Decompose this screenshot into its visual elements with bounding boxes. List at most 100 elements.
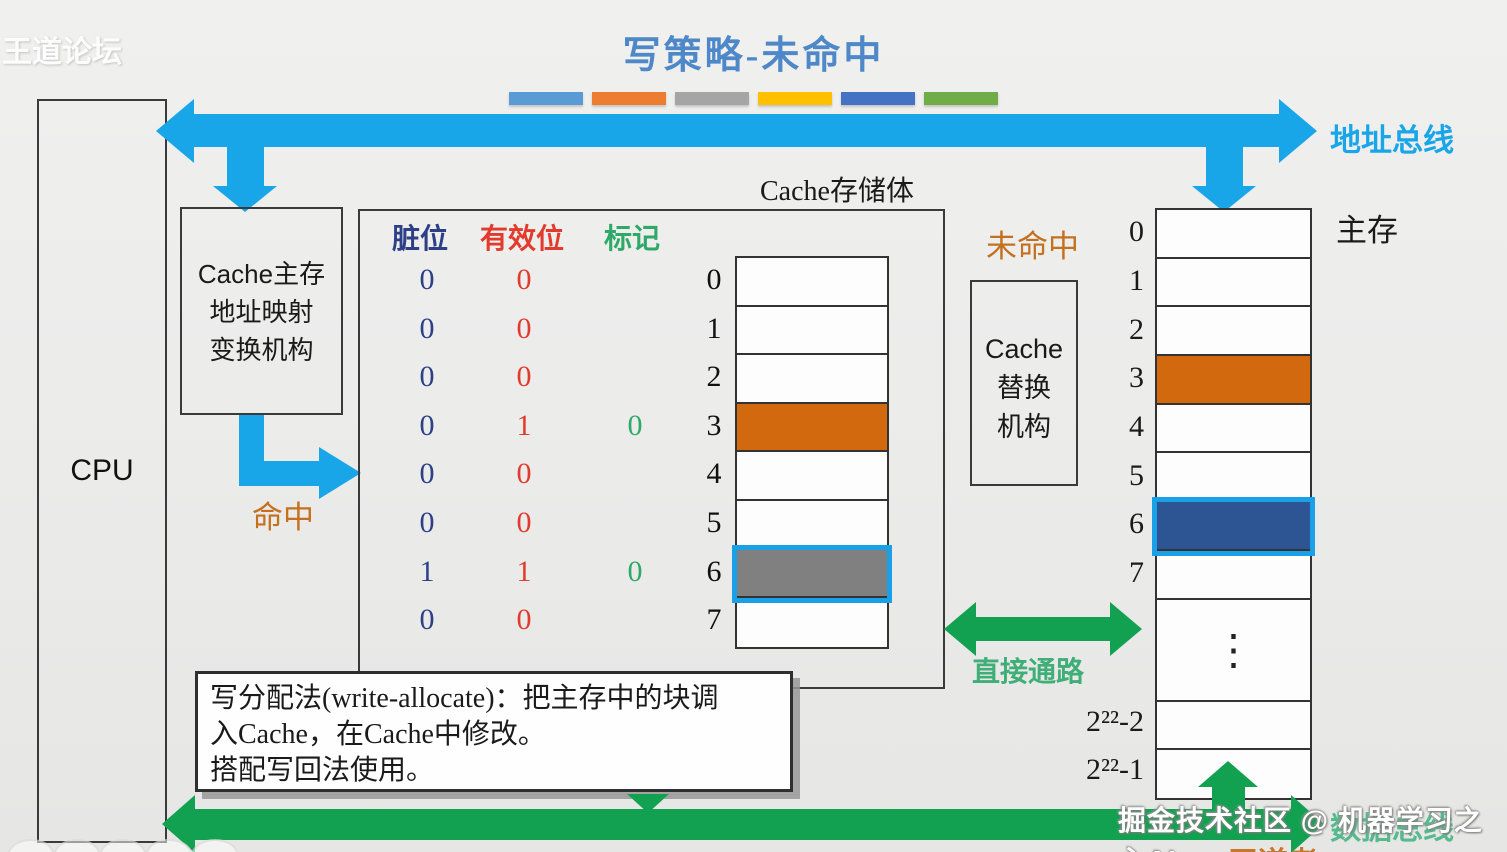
address-bus-branch-to-memory <box>1206 146 1243 186</box>
mapper-line-3: 变换机构 <box>209 335 314 365</box>
cache-line-index-6: 6 <box>706 555 722 588</box>
cache-line-index-3: 3 <box>706 409 722 442</box>
tag-3: 0 <box>627 409 643 442</box>
valid-bit-4: 0 <box>516 457 532 490</box>
address-bus-bar <box>193 114 1279 147</box>
cache-line-index-4: 4 <box>706 457 722 490</box>
valid-bit-7: 0 <box>516 603 532 636</box>
note-line-2: 入Cache，在Cache中修改。 <box>210 719 546 750</box>
memory-cell-6 <box>1152 497 1315 556</box>
cache-line-index-1: 1 <box>706 312 722 345</box>
tag-2 <box>610 355 660 399</box>
data-bus-right-arrowhead-icon <box>1291 795 1324 852</box>
cache-to-databus-arrowhead-icon <box>627 794 669 813</box>
deco-bar-4 <box>841 92 915 105</box>
replacer-line-1: Cache <box>984 334 1064 364</box>
cache-replacer-box: Cache 替换 机构 <box>970 280 1078 486</box>
address-bus-branch-memory-arrowhead-icon <box>1192 186 1256 212</box>
memory-cell-4 <box>1157 405 1310 454</box>
watermark-bottom-center: 王道考研|CSKAOYAN.COM <box>1228 838 1507 852</box>
deco-bar-3 <box>758 92 832 105</box>
cache-block-4 <box>737 452 887 501</box>
databus-to-memory-stem <box>1212 786 1245 812</box>
cache-block-column <box>732 256 892 649</box>
note-line-1: 写分配法(write-allocate)：把主存中的块调 <box>210 683 719 714</box>
miss-label: 未命中 <box>986 229 1079 264</box>
direct-path-label: 直接通路 <box>972 657 1085 688</box>
memory-cell-2 <box>1157 307 1310 357</box>
watermark-bottom-right: 掘金技术社区 @ 机器学习之心AI <box>1118 805 1483 852</box>
valid-bit-header: 有效位 <box>480 224 565 255</box>
memory-addr-label-5: 5 <box>1129 459 1144 492</box>
mapper-line-2: 地址映射 <box>209 297 314 327</box>
cache-block-2 <box>737 355 887 404</box>
memory-addr-label-7: 7 <box>1129 556 1144 589</box>
cache-line-index-5: 5 <box>706 506 722 539</box>
hit-label: 命中 <box>252 500 314 535</box>
decorative-circle <box>192 839 238 852</box>
memory-cell-1 <box>1157 259 1310 308</box>
memory-cell-7 <box>1157 551 1310 600</box>
memory-addr-label-2: 2 <box>1129 313 1144 346</box>
valid-bit-2: 0 <box>516 360 532 393</box>
memory-cell-0 <box>1157 210 1310 259</box>
tag-1 <box>610 307 660 351</box>
data-bus-bar <box>193 809 1291 840</box>
cache-block-0 <box>737 258 887 307</box>
valid-bit-6: 1 <box>516 555 532 588</box>
memory-addr-label-3: 3 <box>1129 361 1144 394</box>
cache-block-7 <box>737 598 887 647</box>
memory-addr-label-0: 0 <box>1129 215 1144 248</box>
cpu-label: CPU <box>70 454 134 487</box>
note-line-3: 搭配写回法使用。 <box>210 755 435 786</box>
direct-path-left-arrowhead-icon <box>944 602 976 656</box>
cache-body-label: Cache存储体 <box>760 176 914 207</box>
tag-4 <box>610 452 660 496</box>
dirty-bit-5: 0 <box>419 506 435 539</box>
databus-to-memory-arrowhead-icon <box>1198 761 1258 787</box>
hit-arrowhead-icon <box>319 447 361 499</box>
memory-cell-9 <box>1157 702 1310 750</box>
memory-cell-8: ⋮ <box>1157 600 1310 702</box>
address-bus-left-arrowhead-icon <box>156 99 194 163</box>
tag-6: 0 <box>627 555 643 588</box>
address-bus-right-arrowhead-icon <box>1279 99 1317 163</box>
replacer-line-3: 机构 <box>997 412 1051 442</box>
memory-addr-label-2e22-2: 2²²-2 <box>1086 705 1144 738</box>
cache-block-5 <box>737 501 887 550</box>
memory-addr-label-2e22-1: 2²²-1 <box>1086 753 1144 786</box>
watermark-top-left: 王道论坛 <box>2 36 122 69</box>
dirty-bit-3: 0 <box>419 409 435 442</box>
address-bus-branch-to-mapper <box>227 146 264 186</box>
cpu-box: CPU <box>37 99 167 843</box>
dirty-bit-1: 0 <box>419 312 435 345</box>
memory-addr-label-4: 4 <box>1129 410 1144 443</box>
direct-path-bar <box>975 617 1112 641</box>
deco-bar-0 <box>509 92 583 105</box>
valid-bit-1: 0 <box>516 312 532 345</box>
dirty-bit-6: 1 <box>419 555 435 588</box>
decorative-bars <box>509 92 998 105</box>
cache-block-1 <box>737 307 887 356</box>
memory-addr-label-1: 1 <box>1129 264 1144 297</box>
valid-bit-0: 0 <box>516 263 532 296</box>
tag-5 <box>610 501 660 545</box>
main-memory-column: ⋮ <box>1152 208 1315 800</box>
dirty-bit-0: 0 <box>419 263 435 296</box>
cache-block-6 <box>732 544 892 604</box>
valid-bit-5: 0 <box>516 506 532 539</box>
dirty-bit-2: 0 <box>419 360 435 393</box>
memory-cell-3 <box>1157 356 1310 405</box>
address-bus-label: 地址总线 <box>1330 123 1454 158</box>
cache-block-3 <box>737 403 887 453</box>
tag-0 <box>610 258 660 302</box>
tag-header: 标记 <box>604 224 661 255</box>
tag-7 <box>610 598 660 642</box>
page-title: 写策略-未命中 <box>622 35 885 77</box>
mapper-line-1: Cache主存 <box>197 259 326 289</box>
memory-addr-label-6: 6 <box>1129 507 1144 540</box>
deco-bar-5 <box>924 92 998 105</box>
memory-ellipsis: ⋮ <box>1212 627 1255 674</box>
cache-line-index-0: 0 <box>706 263 722 296</box>
memory-cell-5 <box>1157 453 1310 503</box>
